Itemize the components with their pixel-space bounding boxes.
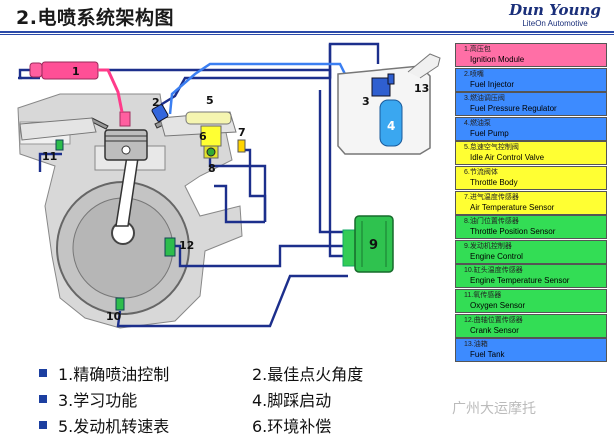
label-4: 4 <box>387 119 395 133</box>
feature-item: 2.最佳点火角度 <box>252 365 364 384</box>
engine-block <box>17 93 243 329</box>
crank-sensor <box>164 237 176 257</box>
oxygen-sensor <box>55 139 64 151</box>
logo-main-text: Dun Young <box>509 1 601 19</box>
legend-item-en-label: Throttle Body <box>470 177 518 187</box>
legend-item-en-label: Idle Air Control Valve <box>470 153 545 163</box>
fuel-line <box>168 62 361 115</box>
feature-item: 1.精确喷油控制 <box>58 365 170 384</box>
legend-item-cn-label: 8.油门位置传感器 <box>464 218 519 226</box>
bullet-icon <box>39 369 47 377</box>
fuel-injector <box>151 104 169 122</box>
label-2: 2 <box>152 96 160 109</box>
feature-item: 6.环境补偿 <box>252 417 332 436</box>
legend-item-en-label: Fuel Injector <box>470 79 515 89</box>
legend-item-cn-label: 10.缸头温度传感器 <box>464 267 523 275</box>
fuel-pump <box>379 99 403 147</box>
legend-item-en-label: Fuel Pump <box>470 128 509 138</box>
wiring-harness <box>18 42 380 328</box>
label-13: 13 <box>414 82 429 95</box>
label-5: 5 <box>206 94 214 107</box>
feature-item: 4.脚踩启动 <box>252 391 332 410</box>
header-rule-thin <box>0 34 614 35</box>
bullet-icon <box>39 395 47 403</box>
throttle-body <box>185 111 246 159</box>
legend-item: 1.高压包 Ignition Module <box>455 43 607 67</box>
legend-item-en-label: Engine Control <box>470 251 523 261</box>
watermark-text: 广州大运摩托 <box>452 401 536 417</box>
legend-item-cn-label: 4.燃油泵 <box>464 119 491 127</box>
legend-item-en-label: Ignition Module <box>470 55 525 64</box>
legend-item-cn-label: 9.发动机控制器 <box>464 242 512 250</box>
label-6: 6 <box>199 130 207 143</box>
engine-control-unit <box>342 215 394 273</box>
label-10: 10 <box>106 310 122 323</box>
legend-item-cn-label: 5.怠速空气控制阀 <box>464 144 519 152</box>
label-1: 1 <box>72 65 80 78</box>
legend-item-cn-label: 6.节流阀体 <box>464 168 498 176</box>
fuel-tank <box>337 53 441 155</box>
legend-item-cn-label: 12.曲轴位置传感器 <box>464 316 523 324</box>
legend-item-en-label: Fuel Tank <box>470 350 505 360</box>
engine-temp-sensor <box>115 297 125 311</box>
legend-item-cn-label: 2.喷嘴 <box>464 70 484 78</box>
legend-item-cn-label: 13.油箱 <box>464 341 488 349</box>
legend-item-cn-label: 11.氧传感器 <box>464 291 502 299</box>
logo-sub-text: LiteOn Automotive <box>522 19 588 28</box>
label-7: 7 <box>238 126 246 139</box>
legend-item-en-label: Fuel Pressure Regulator <box>470 104 557 114</box>
page-title: 2.电喷系统架构图 <box>16 7 174 29</box>
brand-logo: Dun Young LiteOn Automotive <box>502 1 608 29</box>
label-8: 8 <box>208 162 216 175</box>
feature-item: 5.发动机转速表 <box>58 417 170 436</box>
piston <box>104 129 148 161</box>
label-11: 11 <box>42 150 57 163</box>
legend-item-cn-label: 3.燃油调压阀 <box>464 95 505 103</box>
spark-plug <box>119 111 131 127</box>
header-rule <box>0 31 614 33</box>
legend-item-cn-label: 7.进气温度传感器 <box>464 193 519 201</box>
label-12: 12 <box>179 239 194 252</box>
legend-item-en-label: Throttle Position Sensor <box>470 227 556 237</box>
legend-item-en-label: Engine Temperature Sensor <box>470 276 570 286</box>
efi-system-diagram: 1 2 3 4 5 6 7 8 9 10 11 12 13 <box>17 42 441 329</box>
legend-item-en-label: Crank Sensor <box>470 325 519 335</box>
label-3: 3 <box>362 95 370 108</box>
ignition-coil <box>29 61 124 113</box>
label-9: 9 <box>369 238 378 253</box>
legend-item-en-label: Air Temperature Sensor <box>470 202 555 212</box>
legend-item-cn-label: 1.高压包 <box>464 46 491 53</box>
bullet-icon <box>39 421 47 429</box>
feature-item: 3.学习功能 <box>58 391 138 410</box>
legend-item-en-label: Oxygen Sensor <box>470 300 526 310</box>
